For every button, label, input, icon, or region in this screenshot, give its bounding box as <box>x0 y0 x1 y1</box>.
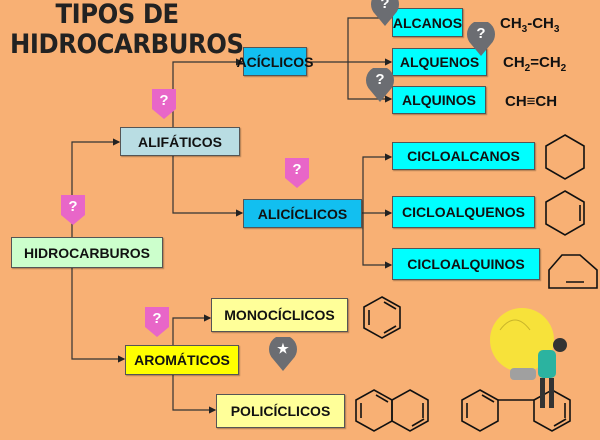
biphenyl-structure <box>461 389 571 432</box>
question-pin[interactable]: ? <box>371 0 399 26</box>
question-mark-icon: ? <box>152 310 162 327</box>
node-aromaticos: AROMÁTICOS <box>125 345 239 375</box>
formula-ethene: CH2=CH2 <box>503 54 567 74</box>
star-icon: ★ <box>277 341 289 356</box>
question-marker[interactable]: ? <box>61 195 85 225</box>
title-line-2: HIDROCARBUROS <box>10 29 244 60</box>
question-mark-icon: ? <box>375 71 385 88</box>
cyclohexane-structure <box>545 134 585 180</box>
question-mark-icon: ? <box>159 92 169 109</box>
question-pin[interactable]: ? <box>467 20 495 56</box>
diagram-title: TIPOS DE HIDROCARBUROS <box>10 0 244 60</box>
question-mark-icon: ? <box>68 198 78 215</box>
node-alifaticos: ALIFÁTICOS <box>120 127 240 156</box>
formula-ethyne: CH≡CH <box>505 93 558 110</box>
node-alquinos: ALQUINOS <box>392 86 486 114</box>
question-mark-icon: ? <box>292 161 302 178</box>
lightbulb-illustration <box>490 308 567 408</box>
star-pin[interactable]: ★ <box>269 335 297 371</box>
naphthalene-structure <box>355 389 429 432</box>
node-monociclicos: MONOCÍCLICOS <box>211 298 348 332</box>
node-alcanos: ALCANOS <box>392 8 463 37</box>
node-cicloalcanos: CICLOALCANOS <box>392 142 535 170</box>
formula-ethane: CH3-CH3 <box>500 15 560 35</box>
node-aciclicos: ACÍCLICOS <box>237 47 314 76</box>
cycloalkyne-structure <box>548 254 598 289</box>
node-cicloalquenos: CICLOALQUENOS <box>392 196 535 228</box>
question-marker[interactable]: ? <box>145 307 169 337</box>
node-cicloalquinos: CICLOALQUINOS <box>392 248 540 280</box>
benzene-structure <box>363 296 401 339</box>
question-pin[interactable]: ? <box>366 66 394 102</box>
node-hidrocarburos: HIDROCARBUROS <box>11 237 163 268</box>
node-policiclicos: POLICÍCLICOS <box>216 394 345 428</box>
cyclohexene-structure <box>545 190 585 236</box>
node-alquenos: ALQUENOS <box>392 48 487 76</box>
title-line-1: TIPOS DE <box>55 0 179 30</box>
question-marker[interactable]: ? <box>285 158 309 188</box>
node-aliciclicos: ALICÍCLICOS <box>243 199 362 228</box>
question-mark-icon: ? <box>380 0 390 12</box>
question-marker[interactable]: ? <box>152 89 176 119</box>
question-mark-icon: ? <box>476 25 486 42</box>
